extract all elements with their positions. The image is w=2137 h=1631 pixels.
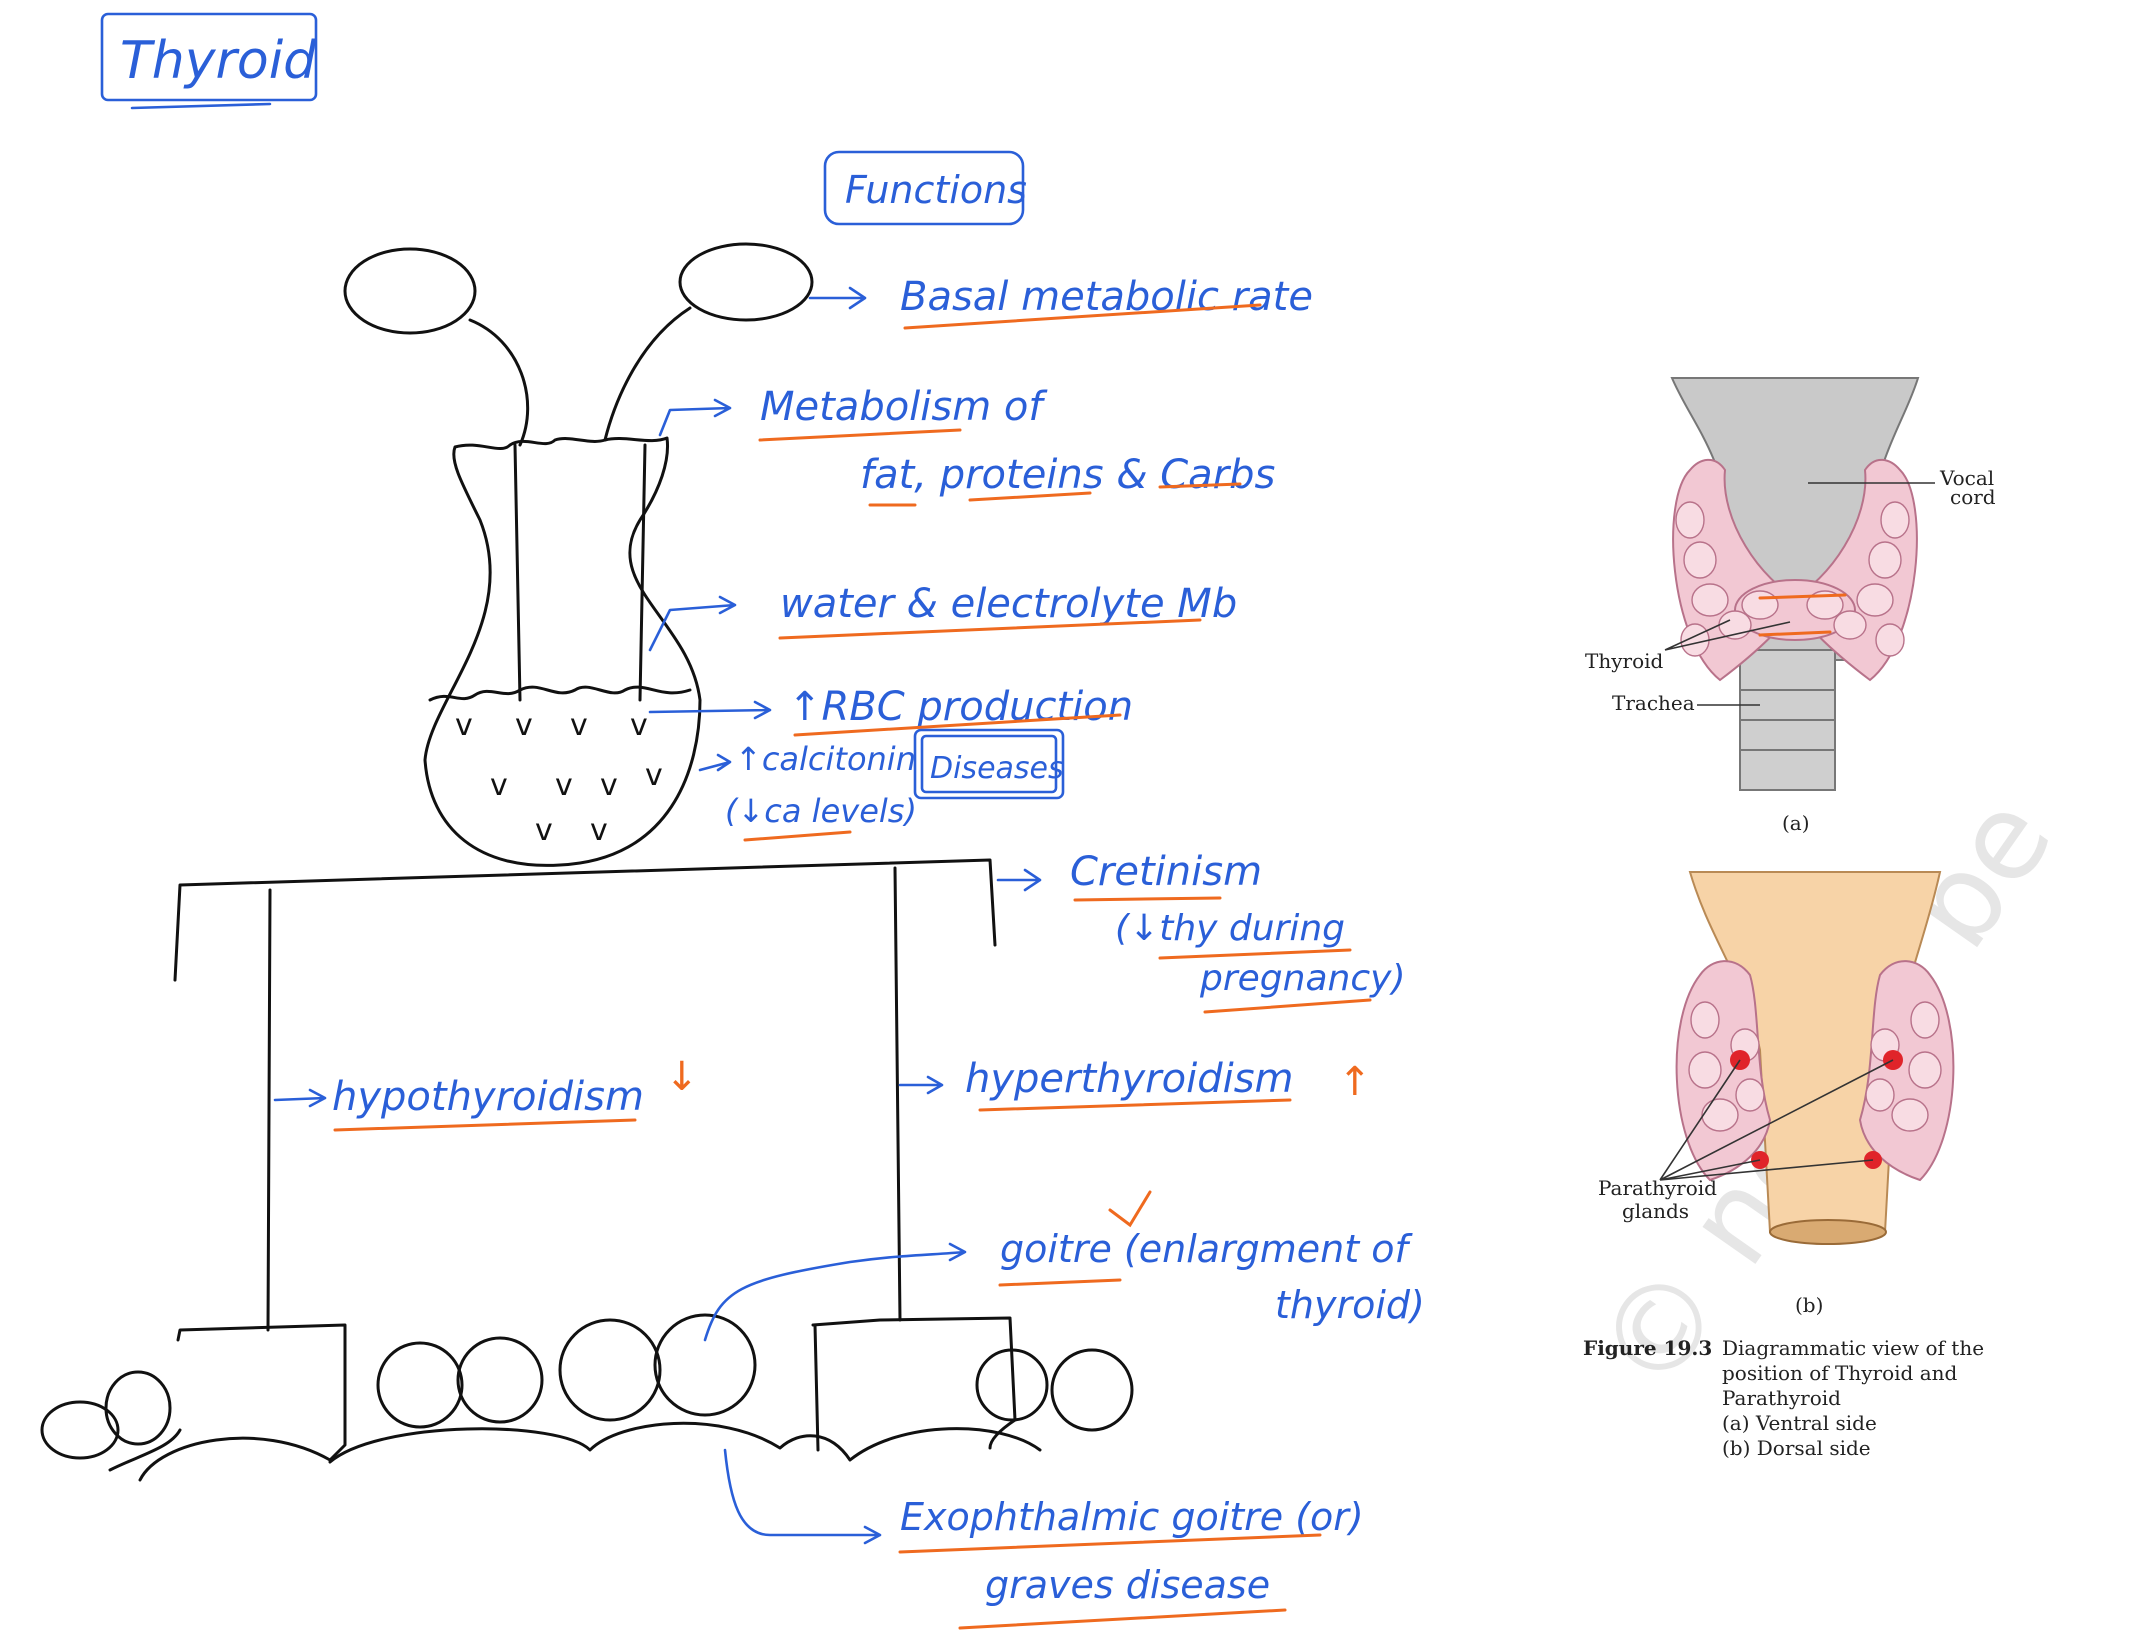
svg-text:v: v bbox=[535, 813, 553, 848]
svg-text:v: v bbox=[490, 768, 508, 803]
function-metabolism: Metabolism of bbox=[760, 384, 1048, 430]
page-title: Thyroid bbox=[120, 31, 317, 91]
functions-box bbox=[823, 150, 1025, 226]
caption-line-3: Parathyroid bbox=[1722, 1386, 1841, 1410]
caption-line-2: position of Thyroid and bbox=[1722, 1361, 1958, 1385]
disease-cretinism: Cretinism bbox=[1070, 849, 1262, 895]
label-cord: cord bbox=[1950, 485, 1996, 509]
caption-line-1: Diagrammatic view of the bbox=[1722, 1336, 1984, 1360]
diseases-box bbox=[913, 728, 1065, 800]
cretinism-note-2: pregnancy) bbox=[1199, 958, 1406, 999]
diseases-heading: Diseases bbox=[930, 751, 1064, 786]
goitre-note: thyroid) bbox=[1275, 1283, 1425, 1327]
function-ca-levels: (↓ca levels) bbox=[725, 792, 917, 830]
svg-text:v: v bbox=[570, 708, 588, 743]
svg-text:v: v bbox=[455, 708, 473, 743]
label-b: (b) bbox=[1795, 1293, 1823, 1317]
caption-line-4: (a) Ventral side bbox=[1722, 1411, 1877, 1435]
label-thyroid: Thyroid bbox=[1585, 649, 1664, 673]
label-glands: glands bbox=[1622, 1199, 1689, 1223]
label-trachea: Trachea bbox=[1612, 691, 1695, 715]
caption-line-5: (b) Dorsal side bbox=[1722, 1436, 1871, 1460]
disease-hyperthyroidism: hyperthyroidism bbox=[965, 1056, 1294, 1102]
caption-label: Figure 19.3 bbox=[1583, 1336, 1712, 1360]
title-box bbox=[100, 12, 318, 102]
thyroid-body-sketch bbox=[40, 858, 1134, 1482]
functions-list: Basal metabolic rate Metabolism of fat, … bbox=[648, 274, 1313, 842]
svg-text:v: v bbox=[630, 708, 648, 743]
figure-19-3: © not to be Vocal cord Thyroid Trachea bbox=[1570, 377, 2079, 1460]
ventral-view: Vocal cord Thyroid Trachea (a) bbox=[1585, 377, 1996, 835]
cretinism-note-1: (↓thy during bbox=[1115, 908, 1345, 949]
figure-caption: Figure 19.3 Diagrammatic view of the pos… bbox=[1583, 1336, 1984, 1460]
disease-goitre: goitre (enlargment of bbox=[1000, 1227, 1413, 1271]
function-rbc: ↑RBC production bbox=[788, 684, 1133, 730]
function-calcitonin: ↑calcitonin bbox=[735, 740, 916, 778]
functions-heading: Functions bbox=[845, 168, 1027, 212]
function-bmr: Basal metabolic rate bbox=[900, 274, 1313, 320]
svg-text:v: v bbox=[600, 768, 618, 803]
svg-text:v: v bbox=[515, 708, 533, 743]
hyper-arrow: ↑ bbox=[1338, 1059, 1372, 1105]
diseases-list: Cretinism (↓thy during pregnancy) hypoth… bbox=[273, 849, 1425, 1630]
disease-graves: graves disease bbox=[985, 1563, 1270, 1607]
label-vocal: Vocal bbox=[1939, 466, 1994, 490]
disease-hypothyroidism: hypothyroidism bbox=[332, 1074, 644, 1120]
function-water-electrolyte: water & electrolyte Mb bbox=[780, 581, 1237, 627]
dorsal-view: Parathyroid glands (b) bbox=[1598, 871, 1955, 1317]
title-underline bbox=[130, 102, 272, 110]
svg-text:v: v bbox=[645, 758, 663, 793]
label-a: (a) bbox=[1782, 811, 1810, 835]
label-parathyroid: Parathyroid bbox=[1598, 1176, 1717, 1200]
disease-exophthalmic-goitre: Exophthalmic goitre (or) bbox=[900, 1495, 1364, 1539]
hypo-arrow: ↓ bbox=[665, 1054, 699, 1100]
function-fat-proteins-carbs: fat, proteins & Carbs bbox=[860, 452, 1275, 498]
svg-text:v: v bbox=[555, 768, 573, 803]
svg-text:v: v bbox=[590, 813, 608, 848]
